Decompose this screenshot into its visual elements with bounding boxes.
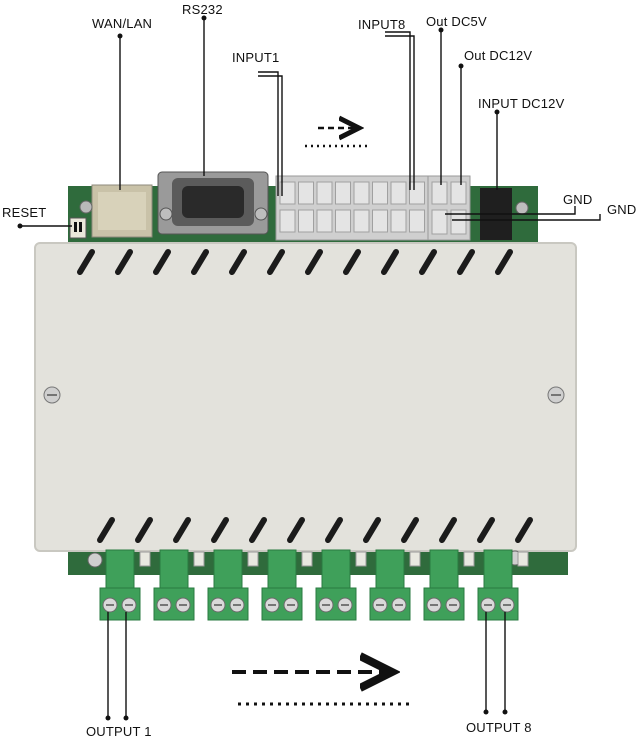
vent-slot — [97, 517, 115, 543]
out-dc12v-label: Out DC12V — [464, 48, 533, 63]
out-dc5v-label: Out DC5V — [426, 14, 487, 29]
vent-slot — [115, 249, 133, 275]
input-terminal-cell — [409, 181, 425, 205]
input8-pointer — [385, 31, 411, 190]
relay-output-terminal-2 — [153, 549, 205, 621]
relay-output-terminal-7 — [423, 549, 475, 621]
input-terminal-cell — [298, 181, 314, 205]
vent-slot — [229, 249, 247, 275]
relay-output-terminal-1 — [99, 549, 151, 621]
input-dc12v-label: INPUT DC12V — [478, 96, 565, 111]
vent-slot — [477, 517, 495, 543]
vent-slot — [343, 249, 361, 275]
input-terminal-cell — [390, 209, 407, 233]
vent-slot — [135, 517, 153, 543]
relay-output-terminal-4 — [261, 549, 313, 621]
input8-pointer-2 — [385, 35, 415, 190]
vent-slot — [173, 517, 191, 543]
input-terminal-cell — [372, 181, 388, 205]
input1-pointer — [258, 71, 279, 196]
gnd1-pointer — [445, 206, 576, 215]
vent-slot — [211, 517, 229, 543]
vent-slot — [495, 249, 513, 275]
input-terminal-cell — [390, 181, 407, 205]
vent-slot — [287, 517, 305, 543]
input-terminal-cell — [335, 209, 351, 233]
input1-pointer-2 — [258, 75, 283, 196]
wan-lan-label: WAN/LAN — [92, 16, 153, 31]
output1-label: OUTPUT 1 — [86, 724, 152, 739]
input-terminal-cell — [335, 181, 351, 205]
input-terminal-cell — [409, 209, 425, 233]
output-direction-arrow — [232, 672, 410, 706]
input-terminal-cell — [279, 181, 296, 205]
vent-slot — [305, 249, 323, 275]
vent-slot — [77, 249, 95, 275]
vent-slot — [267, 249, 285, 275]
vent-slot — [381, 249, 399, 275]
gnd-label-2: GND — [607, 202, 637, 217]
relay-output-terminal-6 — [369, 549, 421, 621]
output8-label: OUTPUT 8 — [466, 720, 532, 735]
input-terminal-cell — [372, 209, 388, 233]
input1-label: INPUT1 — [232, 50, 280, 65]
reset-label: RESET — [2, 205, 47, 220]
rs232-label: RS232 — [182, 2, 223, 17]
input-terminal-cell — [316, 181, 333, 205]
vent-slot — [515, 517, 533, 543]
vent-slot — [325, 517, 343, 543]
input-direction-arrow — [305, 128, 370, 148]
gnd-label-1: GND — [563, 192, 593, 207]
vent-slot — [249, 517, 267, 543]
enclosure — [34, 242, 577, 552]
input-terminal-cell — [316, 209, 333, 233]
relay-output-terminal-8 — [477, 549, 529, 621]
input-terminal-cell — [353, 209, 370, 233]
input-terminal-cell — [353, 181, 370, 205]
relay-output-terminal-5 — [315, 549, 367, 621]
vent-slot — [363, 517, 381, 543]
vent-slot — [457, 249, 475, 275]
relay-output-terminal-3 — [207, 549, 259, 621]
reset-button — [69, 217, 87, 239]
vent-slot — [191, 249, 209, 275]
vent-slot — [419, 249, 437, 275]
input-terminal-cell — [279, 209, 296, 233]
gnd2-pointer — [452, 214, 601, 221]
vent-slot — [439, 517, 457, 543]
vent-slot — [153, 249, 171, 275]
input8-label: INPUT8 — [358, 17, 406, 32]
vent-slot — [401, 517, 419, 543]
input-terminal-cell — [298, 209, 314, 233]
